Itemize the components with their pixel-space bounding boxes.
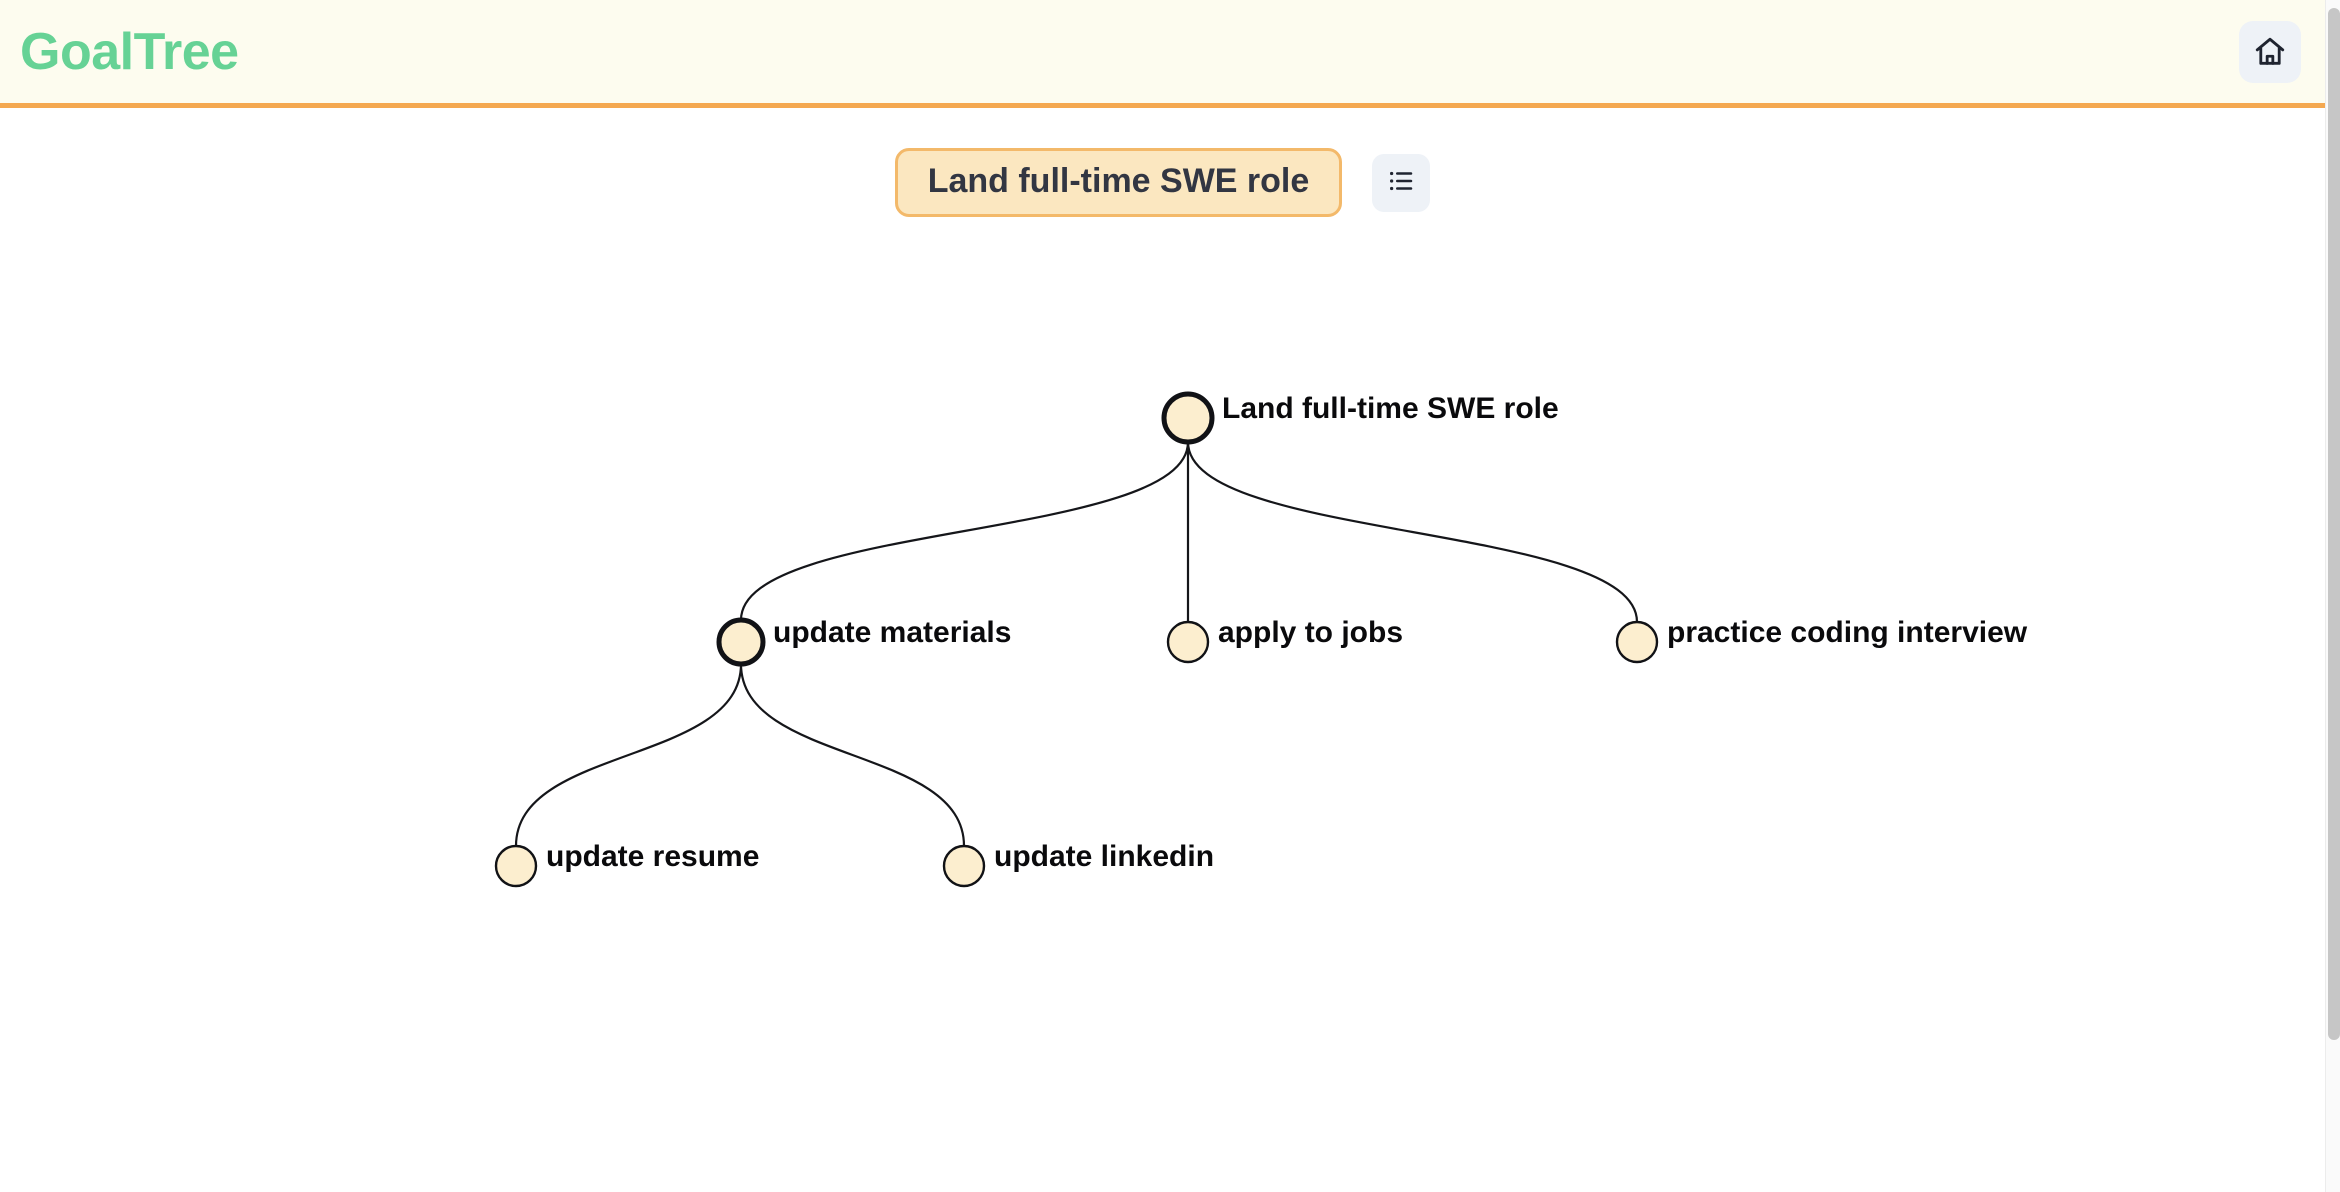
tree-node-label: update materials [773,616,1011,649]
tree-node-label: practice coding interview [1667,616,2028,649]
tree-node-label: update resume [546,840,759,873]
goal-title-row: Land full-time SWE role [0,148,2325,218]
list-icon [1386,166,1416,199]
goal-title-pill[interactable]: Land full-time SWE role [894,148,1343,218]
tree-node[interactable]: Land full-time SWE role [1161,391,1559,445]
tree-node-circle[interactable] [1615,620,1659,664]
tree-node[interactable]: practice coding interview [1615,616,2028,664]
tree-node-label: apply to jobs [1218,616,1403,649]
tree-node[interactable]: update resume [494,840,759,888]
page-title: GoalTree [20,22,239,81]
vertical-scrollbar[interactable] [2325,0,2340,1192]
list-view-button[interactable] [1372,153,1431,212]
scrollbar-thumb[interactable] [2328,8,2340,1040]
home-button[interactable] [2239,20,2301,83]
home-icon [2253,35,2287,69]
tree-node-label: update linkedin [994,840,1214,873]
tree-node-circle[interactable] [1166,620,1210,664]
tree-node-layer: Land full-time SWE role update materials a… [494,391,2028,888]
tree-edge [739,441,1190,621]
tree-edge [1186,441,1639,623]
goal-tree-canvas[interactable]: Land full-time SWE role update materials a… [0,108,2325,1192]
tree-node-circle[interactable] [494,844,538,888]
tree-node-circle[interactable] [942,844,986,888]
tree-node[interactable]: update linkedin [942,840,1214,888]
goal-tree-svg: Land full-time SWE role update materials a… [494,391,2028,888]
tree-node[interactable]: apply to jobs [1166,616,1403,664]
tree-node-circle[interactable] [1161,391,1215,445]
tree-node[interactable]: update materials [716,616,1011,667]
tree-node-circle[interactable] [716,617,766,667]
tree-edge-layer [514,441,1639,847]
tree-edge [739,663,966,847]
app-header: GoalTree [0,0,2325,108]
tree-edge [514,663,743,847]
tree-node-label: Land full-time SWE role [1222,392,1559,425]
